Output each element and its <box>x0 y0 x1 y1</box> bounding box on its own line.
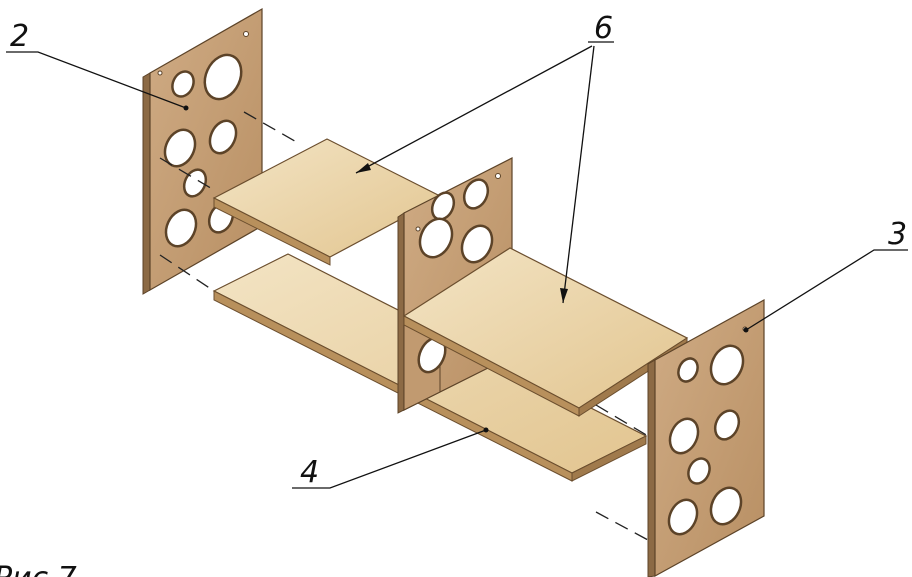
alignment-lines-right <box>595 404 649 541</box>
upper-shelf-left <box>212 138 444 266</box>
label-part-3: 3 <box>888 217 908 252</box>
leader-lines <box>6 41 908 489</box>
label-part-6: 6 <box>594 11 614 46</box>
label-part-4: 4 <box>300 455 320 490</box>
left-side-panel <box>142 7 263 295</box>
alignment-lines-left <box>159 111 301 292</box>
leader-dots <box>183 105 749 433</box>
right-side-panel <box>647 298 765 577</box>
leader-arrowheads <box>356 163 568 303</box>
figure-caption: Рис.7 <box>0 561 77 577</box>
label-part-2: 2 <box>10 19 30 54</box>
